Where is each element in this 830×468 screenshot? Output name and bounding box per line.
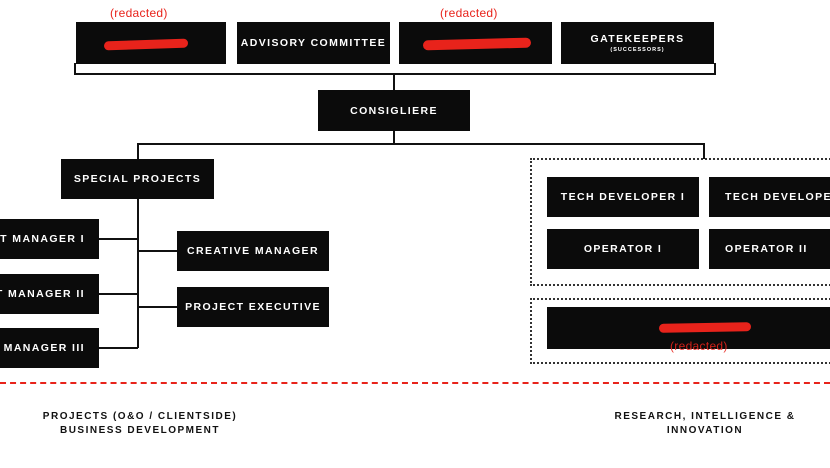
- footer-right-label: RESEARCH, INTELLIGENCE & INNOVATION: [600, 410, 810, 438]
- consigliere-box: CONSIGLIERE: [318, 90, 470, 131]
- advisory-committee-box: ADVISORY COMMITTEE: [237, 22, 390, 64]
- top-row-bracket-left-tick: [74, 63, 76, 75]
- redaction-mark: [103, 38, 189, 51]
- branch-left-drop: [137, 143, 139, 159]
- tech-developer-1-box: TECH DEVELOPER I: [547, 177, 699, 217]
- redacted-label-1: (redacted): [110, 6, 168, 20]
- footer-left-line-2: BUSINESS DEVELOPMENT: [59, 425, 221, 436]
- special-projects-box: SPECIAL PROJECTS: [61, 159, 214, 199]
- top-row-bracket-right-tick: [714, 63, 716, 75]
- project-executive-connector: [137, 306, 177, 308]
- manager-1-box: T MANAGER I: [0, 219, 99, 259]
- manager-2-box: T MANAGER II: [0, 274, 99, 314]
- redaction-mark: [422, 37, 532, 51]
- redacted-wide-box: [547, 307, 830, 349]
- project-executive-box: PROJECT EXECUTIVE: [177, 287, 329, 327]
- tech-operator-group: [530, 158, 830, 286]
- creative-manager-box: CREATIVE MANAGER: [177, 231, 329, 271]
- redacted-top-box-3: [399, 22, 552, 64]
- branch-horizontal: [137, 143, 705, 145]
- section-divider: [0, 382, 830, 384]
- operator-1-box: OPERATOR I: [547, 229, 699, 269]
- creative-manager-connector: [137, 250, 177, 252]
- manager-3-box: T MANAGER III: [0, 328, 99, 368]
- branch-right-drop: [703, 143, 705, 159]
- manager-3-connector: [98, 347, 138, 349]
- redacted-label-3: (redacted): [440, 6, 498, 20]
- special-projects-trunk: [137, 198, 139, 348]
- redacted-label-wide: (redacted): [670, 339, 728, 353]
- manager-2-connector: [98, 293, 138, 295]
- redacted-top-box-1: [76, 22, 226, 64]
- redacted-group: [530, 298, 830, 364]
- footer-right-line-1: RESEARCH, INTELLIGENCE &: [614, 411, 796, 422]
- operator-2-box: OPERATOR II: [709, 229, 830, 269]
- footer-right-line-2: INNOVATION: [666, 425, 744, 436]
- top-row-bracket-horizontal: [74, 73, 716, 75]
- gatekeepers-subtitle: (SUCCESSORS): [610, 47, 665, 53]
- footer-left-label: PROJECTS (O&O / CLIENTSIDE) BUSINESS DEV…: [30, 410, 250, 438]
- manager-1-connector: [98, 238, 138, 240]
- gatekeepers-box: GATEKEEPERS (SUCCESSORS): [561, 22, 714, 64]
- footer-left-line-1: PROJECTS (O&O / CLIENTSIDE): [42, 411, 238, 422]
- tech-developer-2-box: TECH DEVELOPER: [709, 177, 830, 217]
- redaction-mark: [658, 322, 752, 333]
- connector-to-consigliere: [393, 74, 395, 90]
- gatekeepers-label: GATEKEEPERS (SUCCESSORS): [591, 33, 685, 53]
- connector-consigliere-down: [393, 130, 395, 144]
- gatekeepers-title: GATEKEEPERS: [590, 33, 685, 45]
